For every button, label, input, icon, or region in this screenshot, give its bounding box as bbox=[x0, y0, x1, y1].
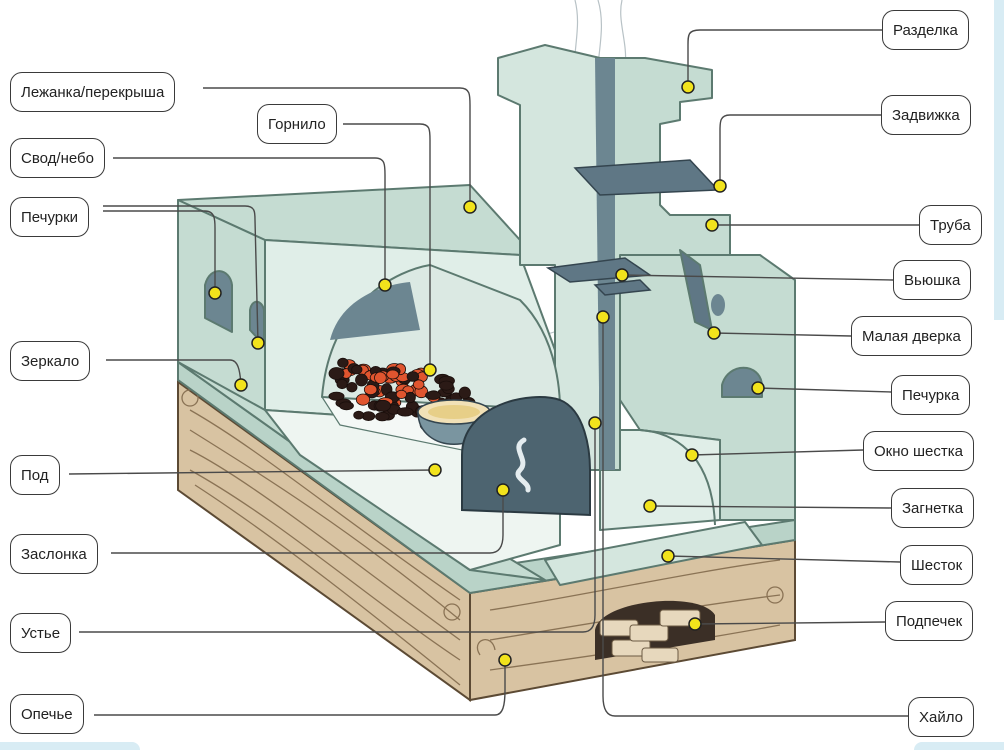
label-malaya-dverka: Малая дверка bbox=[851, 316, 972, 356]
label-ustye: Устье bbox=[10, 613, 72, 653]
label-zagnetka: Загнетка bbox=[891, 488, 975, 528]
coal-piece bbox=[386, 369, 400, 380]
coal-piece bbox=[339, 401, 354, 411]
marker-zagnetka bbox=[643, 499, 657, 513]
coal-piece bbox=[336, 378, 348, 390]
coal-piece bbox=[375, 399, 392, 412]
marker-pechurki2 bbox=[251, 336, 265, 350]
marker-svod bbox=[378, 278, 392, 292]
leader-shestok bbox=[667, 555, 901, 563]
coal-piece bbox=[351, 364, 363, 375]
coal-piece bbox=[374, 371, 387, 385]
marker-okno bbox=[685, 448, 699, 462]
marker-gornilo bbox=[423, 363, 437, 377]
coal-piece bbox=[337, 357, 349, 368]
firewood bbox=[599, 609, 701, 663]
leader-zadvizhka bbox=[719, 114, 881, 186]
marker-pechurka bbox=[751, 381, 765, 395]
markers bbox=[208, 80, 765, 667]
label-opechye: Опечье bbox=[10, 694, 84, 734]
label-pechurka: Печурка bbox=[891, 375, 971, 415]
leader-gornilo bbox=[343, 123, 431, 370]
leader-okno bbox=[691, 449, 864, 456]
coal-piece bbox=[346, 382, 358, 393]
coal-piece bbox=[458, 386, 471, 400]
marker-pod bbox=[428, 463, 442, 477]
coal-piece bbox=[328, 391, 345, 401]
leader-pechurki1 bbox=[103, 210, 216, 293]
leader-razdelka bbox=[687, 29, 882, 87]
leader-zagnetka bbox=[649, 505, 892, 509]
label-zerkalo: Зеркало bbox=[10, 341, 91, 381]
coal-piece bbox=[395, 389, 407, 399]
label-okno-shestka: Окно шестка bbox=[863, 431, 975, 471]
leader-pechurki2 bbox=[103, 205, 259, 344]
label-khaylo: Хайло bbox=[908, 697, 974, 737]
coal-piece bbox=[406, 371, 420, 382]
coal-piece bbox=[425, 390, 441, 400]
label-lezhanka: Лежанка/перекрыша bbox=[10, 72, 176, 112]
label-vyushka: Вьюшка bbox=[893, 260, 972, 300]
coal-piece bbox=[412, 379, 425, 390]
label-podpechek: Подпечек bbox=[885, 601, 974, 641]
coal-piece bbox=[353, 410, 365, 420]
coal-piece bbox=[396, 407, 414, 417]
coal-piece bbox=[375, 411, 390, 422]
zaslonka-door bbox=[461, 396, 591, 517]
leader-opechye bbox=[94, 660, 506, 716]
coal-piece bbox=[438, 380, 454, 391]
leader-ustye bbox=[79, 423, 596, 633]
page-edge-bottom-left bbox=[0, 742, 140, 750]
leader-pod bbox=[68, 469, 436, 475]
label-shestok: Шесток bbox=[900, 545, 974, 585]
coal-piece bbox=[361, 411, 376, 422]
marker-truba bbox=[705, 218, 719, 232]
page-edge-right bbox=[994, 0, 1004, 320]
coal-piece bbox=[355, 373, 368, 387]
marker-malaya bbox=[707, 326, 721, 340]
label-svod: Свод/небо bbox=[10, 138, 105, 178]
leader-vyushka bbox=[621, 274, 894, 281]
label-gornilo: Горнило bbox=[257, 104, 337, 144]
label-zadvizhka: Задвижка bbox=[881, 95, 971, 135]
marker-zaslonka bbox=[496, 483, 510, 497]
marker-khaylo bbox=[596, 310, 610, 324]
label-razdelka: Разделка bbox=[882, 10, 969, 50]
marker-shestok bbox=[661, 549, 675, 563]
leader-lezhanka bbox=[203, 87, 471, 207]
marker-zerkalo bbox=[234, 378, 248, 392]
leader-lines bbox=[68, 29, 919, 717]
leader-khaylo bbox=[602, 317, 908, 717]
leader-zaslonka bbox=[111, 490, 504, 554]
marker-vyushka bbox=[615, 268, 629, 282]
wooden-base bbox=[177, 380, 796, 702]
coal-piece bbox=[363, 384, 378, 396]
coal-piece bbox=[355, 393, 371, 406]
leader-malaya bbox=[713, 332, 852, 337]
label-zaslonka: Заслонка bbox=[10, 534, 98, 574]
leader-podpechek bbox=[694, 621, 886, 625]
marker-zadvizhka bbox=[713, 179, 727, 193]
leader-svod bbox=[113, 157, 386, 285]
coal-piece bbox=[328, 367, 345, 380]
label-pod: Под bbox=[10, 455, 60, 495]
marker-lezhanka bbox=[463, 200, 477, 214]
marker-podpechek bbox=[688, 617, 702, 631]
marker-ustye bbox=[588, 416, 602, 430]
leader-pechurka bbox=[757, 387, 892, 393]
page-edge-bottom-right bbox=[914, 742, 1004, 750]
marker-razdelka bbox=[681, 80, 695, 94]
marker-opechye bbox=[498, 653, 512, 667]
label-pechurki: Печурки bbox=[10, 197, 90, 237]
label-truba: Труба bbox=[919, 205, 982, 245]
marker-pechurki1 bbox=[208, 286, 222, 300]
